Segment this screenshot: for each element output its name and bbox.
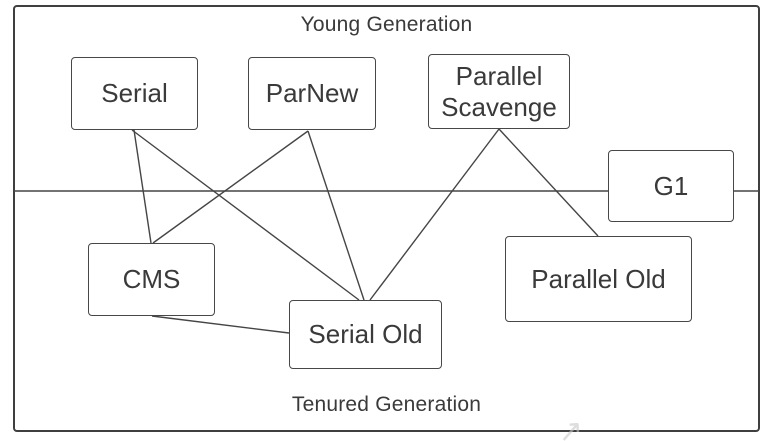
node-serial-old-label: Serial Old: [308, 319, 423, 350]
heap-outer-border: [13, 5, 760, 432]
node-parallel-scavenge: Parallel Scavenge: [428, 54, 570, 129]
edge-parallel-scavenge-parallel-old: [498, 128, 599, 237]
young-generation-label: Young Generation: [300, 13, 473, 36]
node-serial: Serial: [71, 57, 198, 130]
node-g1: G1: [608, 150, 734, 222]
node-serial-old: Serial Old: [289, 300, 442, 369]
node-parallel-scavenge-label: Parallel Scavenge: [441, 60, 557, 122]
node-g1-label: G1: [653, 170, 689, 201]
edge-parnew-cms: [152, 130, 309, 244]
node-parallel-old: Parallel Old: [505, 236, 692, 322]
edge-cms-serial-old: [151, 315, 290, 334]
node-cms-label: CMS: [122, 264, 181, 295]
edge-serial-serial-old: [131, 129, 360, 301]
node-parnew-label: ParNew: [265, 78, 359, 109]
tenured-generation-label: Tenured Generation: [291, 393, 482, 416]
node-parnew: ParNew: [248, 57, 376, 130]
node-serial-label: Serial: [101, 78, 168, 109]
node-parallel-old-label: Parallel Old: [531, 263, 666, 294]
edge-serial-cms: [133, 129, 152, 244]
edge-parallel-scavenge-serial-old: [369, 128, 500, 301]
node-cms: CMS: [88, 243, 215, 316]
edge-parnew-serial-old: [307, 130, 365, 301]
watermark-arrow-icon: ↗: [556, 414, 585, 441]
